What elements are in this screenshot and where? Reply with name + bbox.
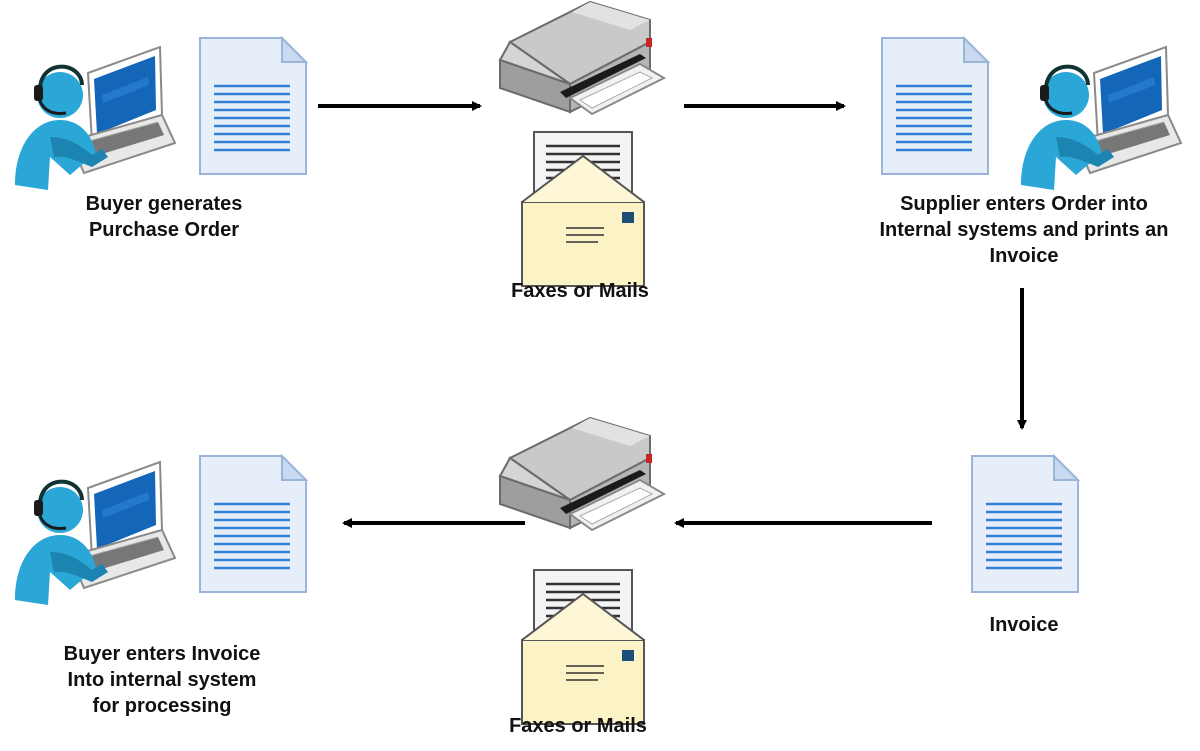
label-buyer-enters: Buyer enters Invoice Into internal syste… bbox=[34, 641, 290, 719]
buyer-invoice-document bbox=[198, 454, 308, 594]
label-line: Buyer generates bbox=[85, 193, 243, 215]
user-at-laptop-icon bbox=[13, 460, 177, 607]
user-at-laptop-icon bbox=[13, 45, 177, 192]
document-icon bbox=[198, 454, 308, 594]
fax-machine-icon bbox=[499, 1, 665, 115]
fax-machine-bottom bbox=[499, 417, 665, 531]
envelope-letter-icon bbox=[520, 130, 646, 288]
label-supplier-enters: Supplier enters Order into Internal syst… bbox=[858, 191, 1190, 269]
label-line: Invoice bbox=[989, 245, 1059, 267]
label-line: Faxes or Mails bbox=[511, 280, 649, 302]
user-at-laptop-icon bbox=[1019, 45, 1183, 192]
purchase-order-document bbox=[198, 36, 308, 176]
label-invoice: Invoice bbox=[944, 612, 1104, 638]
label-line: Invoice bbox=[989, 614, 1059, 636]
envelope-bottom bbox=[520, 568, 646, 726]
document-icon bbox=[970, 454, 1080, 594]
supplier-order-document bbox=[880, 36, 990, 176]
buyer-at-laptop-bottom bbox=[13, 460, 177, 607]
envelope-letter-icon bbox=[520, 568, 646, 726]
buyer-at-laptop-top bbox=[13, 45, 177, 192]
label-faxes-or-mails-top: Faxes or Mails bbox=[470, 278, 690, 304]
label-line: Buyer enters Invoice bbox=[63, 643, 261, 665]
label-line: Faxes or Mails bbox=[509, 715, 647, 737]
label-line: Purchase Order bbox=[88, 219, 240, 241]
label-line: for processing bbox=[92, 695, 232, 717]
document-icon bbox=[198, 36, 308, 176]
supplier-at-laptop bbox=[1019, 45, 1183, 192]
fax-machine-icon bbox=[499, 417, 665, 531]
label-line: Into internal system bbox=[67, 669, 257, 691]
document-icon bbox=[880, 36, 990, 176]
label-faxes-or-mails-bottom: Faxes or Mails bbox=[468, 713, 688, 739]
envelope-top bbox=[520, 130, 646, 288]
label-line: Supplier enters Order into bbox=[900, 193, 1148, 215]
label-buyer-generates: Buyer generates Purchase Order bbox=[44, 191, 284, 243]
label-line: Internal systems and prints an bbox=[879, 219, 1169, 241]
fax-machine-top bbox=[499, 1, 665, 115]
invoice-document bbox=[970, 454, 1080, 594]
